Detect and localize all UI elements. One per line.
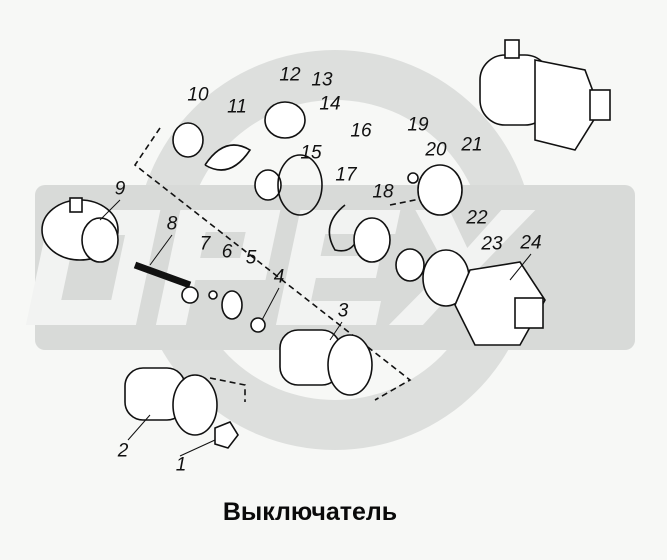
part-24-fitting-assembled	[479, 39, 611, 151]
callout-5: 5	[245, 247, 257, 269]
callout-12: 12	[279, 64, 301, 86]
part-6	[208, 290, 218, 300]
callout-11: 11	[227, 96, 247, 118]
callout-18: 18	[372, 181, 394, 203]
part-7-nut	[181, 286, 199, 304]
part-1-nut	[214, 421, 239, 449]
callout-6: 6	[221, 241, 233, 263]
callout-24: 24	[520, 232, 542, 254]
callout-16: 16	[350, 120, 372, 142]
callout-8: 8	[166, 213, 178, 235]
part-18	[353, 217, 391, 263]
callout-19: 19	[407, 114, 429, 136]
part-22	[395, 248, 425, 282]
part-21	[417, 164, 463, 216]
part-8-screw	[133, 261, 192, 289]
part-24-fitting	[454, 261, 546, 346]
part-16-ring	[277, 154, 323, 216]
callout-22: 22	[466, 207, 488, 229]
callout-10: 10	[187, 84, 209, 106]
callout-14: 14	[319, 93, 341, 115]
part-3-housing	[279, 329, 373, 396]
callout-23: 23	[481, 233, 503, 255]
part-5	[221, 290, 243, 320]
part-4-washer	[250, 317, 266, 333]
callout-13: 13	[311, 69, 333, 91]
part-11-spring	[204, 144, 252, 171]
leader-lines	[99, 199, 532, 457]
callout-3: 3	[337, 300, 349, 322]
callout-20: 20	[425, 139, 447, 161]
part-2-housing	[124, 367, 218, 436]
callout-9: 9	[114, 178, 126, 200]
diagram-title: Выключатель	[222, 498, 398, 526]
part-12	[264, 101, 306, 139]
callout-15: 15	[300, 142, 322, 164]
callout-21: 21	[461, 134, 483, 156]
callout-4: 4	[273, 266, 285, 288]
part-15	[254, 169, 282, 201]
callout-2: 2	[117, 440, 129, 462]
callout-7: 7	[199, 233, 211, 255]
callout-17: 17	[335, 164, 357, 186]
callout-1: 1	[175, 454, 187, 476]
part-10	[172, 122, 204, 158]
